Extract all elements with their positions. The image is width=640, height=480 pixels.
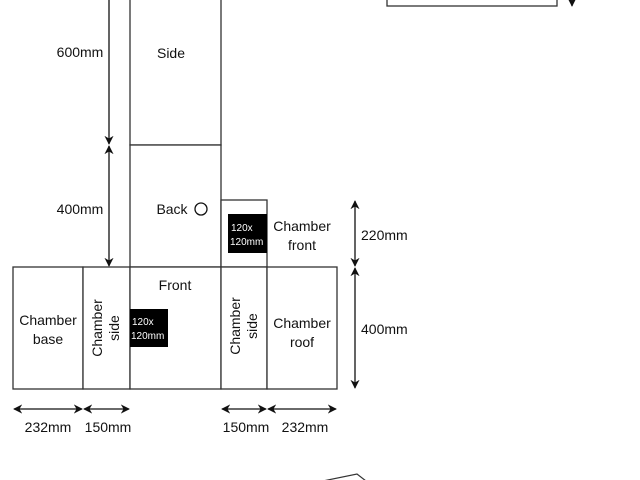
top-right-panel: [386, 0, 558, 7]
side-panel: [129, 0, 222, 146]
fan-label-2: 120mm: [230, 237, 263, 248]
chamber-front-label-2: front: [288, 237, 316, 253]
dim-side-height: 600mm: [57, 44, 104, 60]
chamber-side-right-label-1: Chamber: [227, 297, 243, 355]
fan-cutout: [228, 214, 267, 253]
dim-back-height: 400mm: [57, 201, 104, 217]
chamber-side-left-label-2: side: [106, 315, 122, 341]
back-label: Back: [156, 201, 188, 217]
fan-label-1: 120x: [231, 223, 253, 234]
fan-front-label-2: 120mm: [131, 331, 164, 342]
dim-base-width: 232mm: [25, 419, 72, 435]
chamber-base-label-2: base: [33, 331, 64, 347]
bottom-partial-shape: [324, 473, 366, 480]
chamber-front-label-1: Chamber: [273, 218, 331, 234]
dim-roof-width: 232mm: [282, 419, 329, 435]
chamber-roof-label-1: Chamber: [273, 315, 331, 331]
chamber-side-left-panel: [82, 266, 131, 390]
chamber-roof-label-2: roof: [290, 334, 314, 350]
dim-chamber-height: 400mm: [361, 321, 408, 337]
chamber-base-panel: [12, 266, 84, 390]
fan-front-label-1: 120x: [132, 317, 154, 328]
fan-cutout-front: [130, 309, 168, 347]
chamber-side-right-panel: [220, 266, 268, 390]
side-label: Side: [157, 45, 185, 61]
dim-side-width-right: 150mm: [223, 419, 270, 435]
hole-circle-icon: [194, 202, 208, 216]
dim-side-width: 150mm: [85, 419, 132, 435]
chamber-side-right-label-2: side: [244, 313, 260, 339]
front-label: Front: [159, 277, 192, 293]
chamber-side-left-label-1: Chamber: [89, 299, 105, 357]
dim-chamber-front-height: 220mm: [361, 227, 408, 243]
chamber-base-label-1: Chamber: [19, 312, 77, 328]
chamber-roof-panel: [266, 266, 338, 390]
